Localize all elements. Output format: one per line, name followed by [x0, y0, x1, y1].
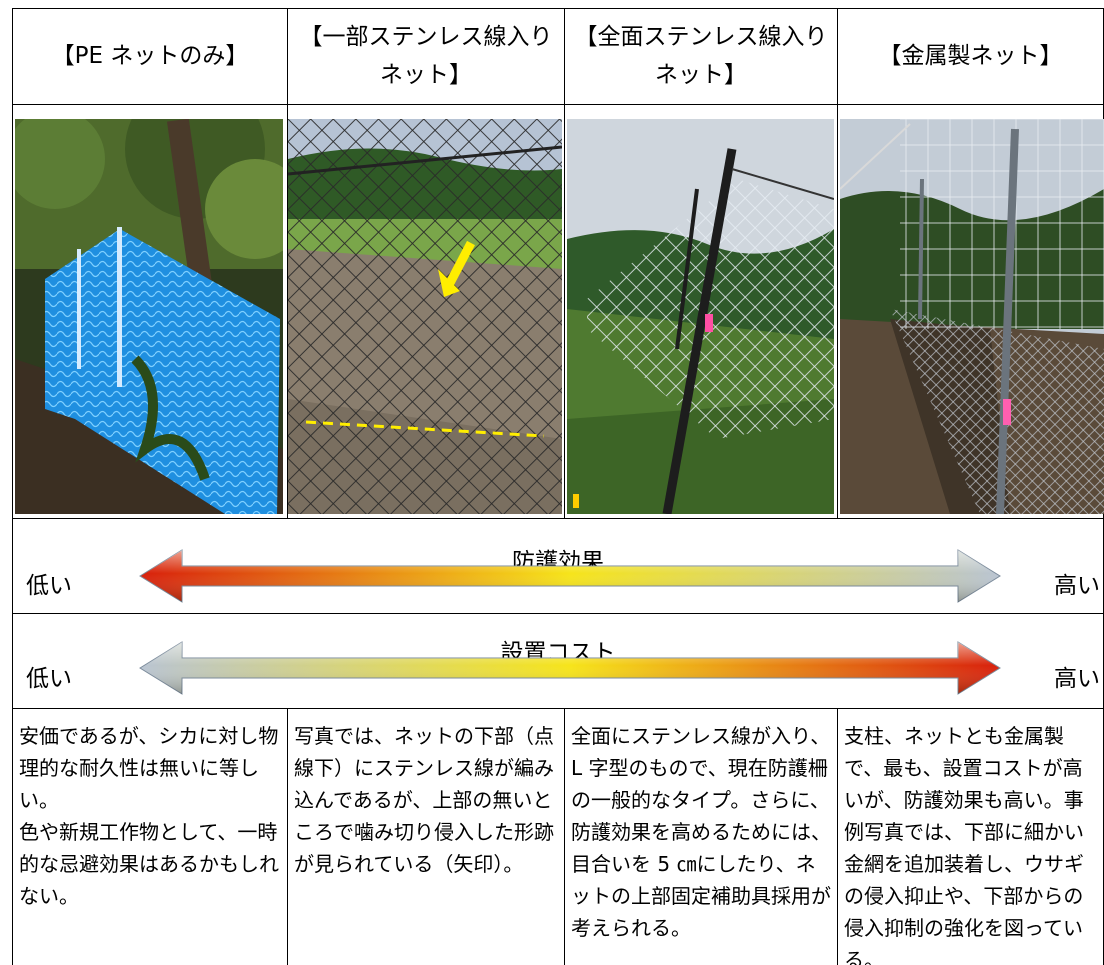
scale-row-border	[12, 613, 1104, 614]
column-divider-2-desc	[564, 708, 565, 965]
protection-arrow	[139, 549, 1001, 603]
scale-high-label-protection: 高い	[1054, 573, 1100, 599]
photo-metal-net-image	[840, 119, 1104, 514]
column-header-text: 【金属製ネット】	[878, 43, 1063, 69]
column-header-pe-net: 【PE ネットのみ】	[13, 8, 287, 104]
column-divider-2	[564, 8, 565, 519]
cost-arrow	[139, 641, 1001, 695]
column-divider-3	[837, 8, 838, 519]
table-border-left	[12, 8, 13, 965]
description-pe-net: 安価であるが、シカに対し物理的な耐久性は無いに等しい。 色や新規工作物として、一…	[19, 724, 279, 908]
header-row-border	[12, 104, 1104, 105]
photo-pe-net-image	[15, 119, 283, 514]
photo-partial-stainless	[288, 119, 562, 514]
column-header-metal-net: 【金属製ネット】	[838, 8, 1103, 104]
photo-full-stainless	[567, 119, 834, 514]
photo-full-stainless-image	[567, 119, 834, 514]
photo-metal-net	[840, 119, 1104, 514]
column-header-text: 【全面ステンレス線入り ネット】	[574, 24, 828, 88]
photo-pe-net	[15, 119, 283, 514]
column-header-partial-stainless: 【一部ステンレス線入り ネット】	[288, 8, 564, 104]
description-partial-stainless: 写真では、ネットの下部（点線下）にステンレス線が編み込んであるが、上部の無いとこ…	[294, 724, 554, 876]
column-divider-3-desc	[837, 708, 838, 965]
column-divider-1	[287, 8, 288, 519]
description-metal-net: 支柱、ネットとも金属製で、最も、設置コストが高いが、防護効果も高い。事例写真では…	[844, 724, 1084, 965]
scale-high-label-cost: 高い	[1054, 666, 1100, 692]
comparison-table: 【PE ネットのみ】 【一部ステンレス線入り ネット】 【全面ステンレス線入り …	[12, 8, 1104, 965]
scale-low-label-protection: 低い	[26, 573, 72, 599]
description-full-stainless: 全面にステンレス線が入り、L 字型のもので、現在防護柵の一般的なタイプ。さらに、…	[571, 724, 831, 940]
photo-partial-stainless-image	[288, 119, 562, 514]
column-header-text: 【PE ネットのみ】	[51, 43, 249, 69]
column-header-text: 【一部ステンレス線入り ネット】	[299, 24, 553, 88]
cost-row-border	[12, 708, 1104, 709]
column-divider-1-desc	[287, 708, 288, 965]
column-header-full-stainless: 【全面ステンレス線入り ネット】	[565, 8, 837, 104]
photo-row-border	[12, 518, 1104, 519]
table-border-top	[12, 8, 1104, 9]
scale-low-label-cost: 低い	[26, 666, 72, 692]
